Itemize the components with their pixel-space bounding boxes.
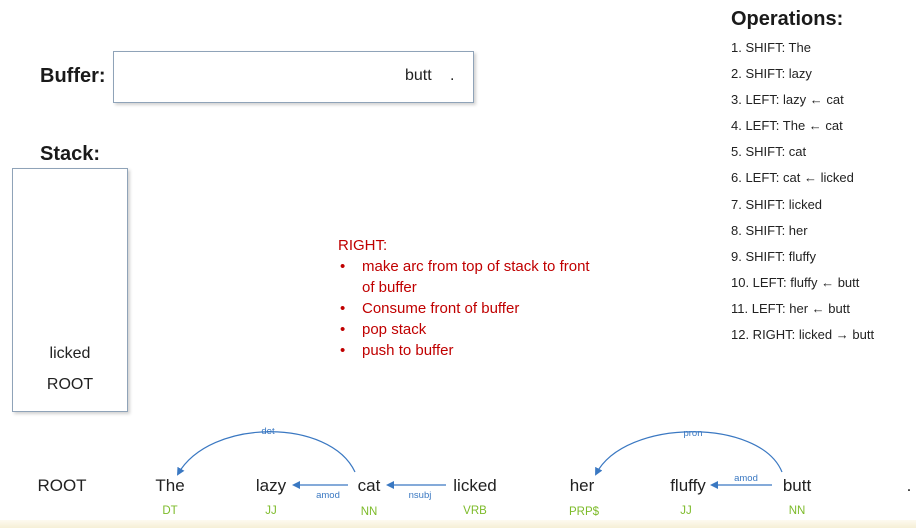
operation-item: 4. LEFT: The ← cat: [731, 118, 843, 134]
sentence-word: ROOT: [37, 476, 87, 495]
operation-item: 9. SHIFT: fluffy: [731, 248, 817, 264]
operation-item: 6. LEFT: cat ← licked: [731, 170, 854, 186]
pos-tag: DT: [162, 505, 178, 517]
bullet-icon: •: [340, 342, 346, 359]
operations-list: 1. SHIFT: The 2. SHIFT: lazy 3. LEFT: la…: [731, 35, 911, 348]
bottom-edge: [0, 520, 916, 528]
sentence-word: butt: [782, 476, 812, 495]
bullet-icon: •: [340, 258, 346, 275]
arc-label-pron: pron: [683, 428, 702, 439]
rule-bullet-text: make arc from top of stack to front of b…: [362, 258, 590, 296]
buffer-box: butt .: [113, 51, 474, 103]
rule-panel: RIGHT: • make arc from top of stack to fr…: [338, 237, 598, 361]
operation-item: 5. SHIFT: cat: [731, 144, 807, 160]
pos-tag: JJ: [265, 505, 277, 517]
arc-label-det: det: [261, 426, 275, 437]
sentence-word: her: [569, 476, 595, 495]
rule-list: • make arc from top of stack to front of …: [338, 256, 598, 361]
stack-item: ROOT: [46, 376, 94, 393]
operation-item: 8. SHIFT: her: [731, 222, 808, 238]
pos-tag: JJ: [680, 505, 692, 517]
rule-title: RIGHT:: [338, 237, 388, 254]
stack-box: licked ROOT: [12, 168, 128, 412]
rule-bullet: • Consume front of buffer: [338, 298, 598, 319]
arc-label-amod-2: amod: [734, 473, 758, 484]
sentence-word: cat: [357, 476, 381, 495]
pos-tag: NN: [788, 505, 806, 517]
bullet-icon: •: [340, 300, 346, 317]
operation-item: 7. SHIFT: licked: [731, 196, 823, 212]
rule-bullet: • make arc from top of stack to front of …: [338, 256, 598, 298]
buffer-item: butt: [405, 67, 432, 84]
operations-title: Operations:: [731, 8, 844, 30]
rule-bullet: • pop stack: [338, 319, 598, 340]
pos-tag: VRB: [463, 505, 487, 517]
operation-item: 11. LEFT: her ← butt: [731, 300, 850, 316]
buffer-label: Buffer:: [40, 65, 106, 87]
bullet-icon: •: [340, 321, 346, 338]
stack-label: Stack:: [40, 143, 101, 165]
operation-item: 1. SHIFT: The: [731, 40, 811, 55]
arc-det: [177, 431, 356, 476]
operation-item: 12. RIGHT: licked → butt: [731, 327, 875, 343]
arc-label-nsubj: nsubj: [409, 490, 432, 501]
rule-bullet-text: Consume front of buffer: [362, 300, 520, 317]
operation-item: 2. SHIFT: lazy: [731, 66, 812, 82]
sentence-word: licked: [453, 476, 497, 495]
sentence-word: The: [155, 476, 185, 495]
rule-bullet-text: pop stack: [362, 321, 427, 338]
stack-item: licked: [49, 345, 91, 362]
rule-bullet-text: push to buffer: [362, 342, 454, 359]
operations-panel: Operations: 1. SHIFT: The 2. SHIFT: lazy…: [731, 8, 911, 348]
rule-bullet: • push to buffer: [338, 340, 598, 361]
pos-tag: NN: [360, 506, 378, 518]
operation-item: 10. LEFT: fluffy ← butt: [731, 274, 860, 290]
buffer-item: .: [450, 67, 455, 84]
arc-pron: [595, 431, 783, 476]
sentence-word: .: [906, 476, 912, 495]
arc-label-amod: amod: [316, 490, 340, 501]
sentence-word: fluffy: [670, 476, 706, 495]
pos-tag: PRP$: [568, 506, 600, 518]
operation-item: 3. LEFT: lazy ← cat: [731, 92, 844, 108]
sentence-word: lazy: [255, 476, 287, 495]
